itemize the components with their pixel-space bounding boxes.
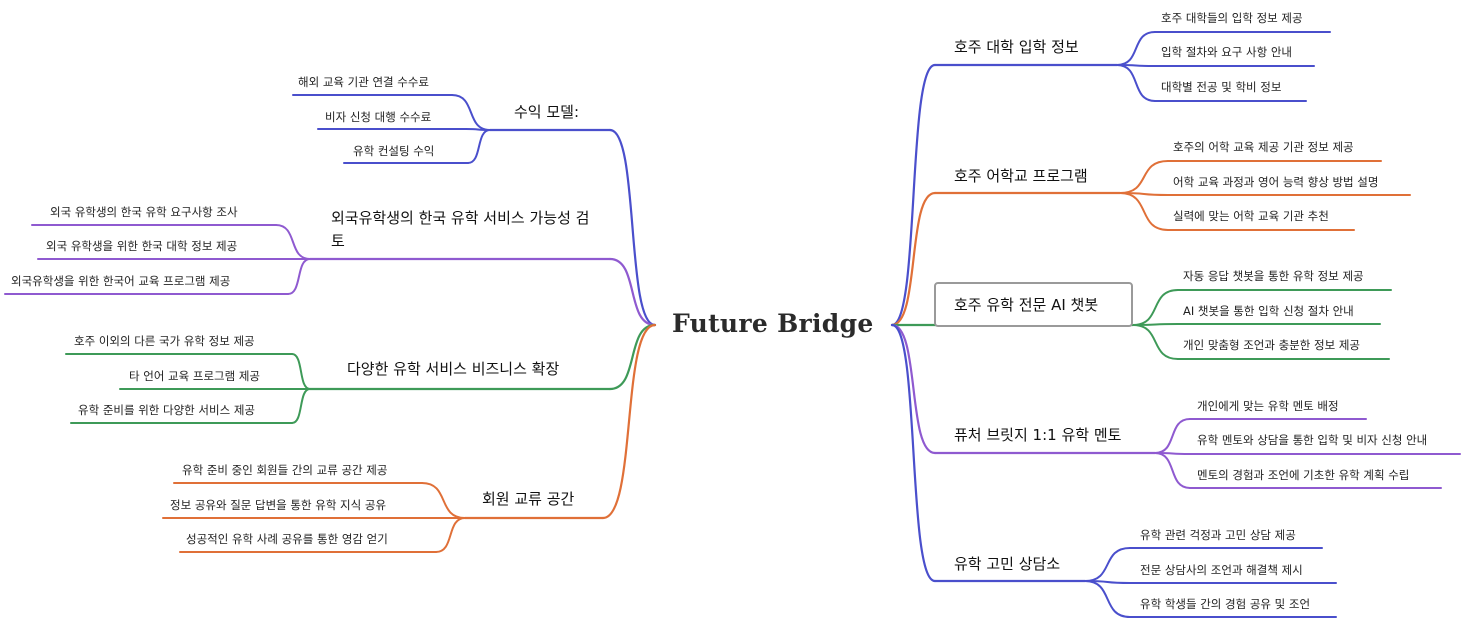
- leaf-visa-fee[interactable]: 비자 신청 대행 수수료: [325, 110, 432, 124]
- leaf-chatbot-admission-guide[interactable]: AI 챗봇을 통한 입학 신청 절차 안내: [1183, 304, 1354, 318]
- leaf-counseling-concerns[interactable]: 유학 관련 걱정과 고민 상담 제공: [1140, 528, 1296, 542]
- left-leaf-connector: [275, 224, 311, 260]
- left-branch-connector: [608, 128, 657, 327]
- branch-revenue-model[interactable]: 수익 모델:: [514, 103, 580, 121]
- leaf-member-exchange-space[interactable]: 유학 준비 중인 회원들 간의 교류 공간 제공: [182, 463, 388, 477]
- left-leaf-connector: [451, 94, 491, 131]
- leaf-chatbot-info[interactable]: 자동 응답 챗봇을 통한 유학 정보 제공: [1183, 269, 1364, 283]
- branch-mentor[interactable]: 퓨처 브릿지 1:1 유학 멘토: [954, 426, 1122, 444]
- left-leaf-connector: [467, 129, 491, 164]
- right-leaf-connector: [1132, 324, 1179, 360]
- leaf-language-institution-info[interactable]: 호주의 어학 교육 제공 기관 정보 제공: [1173, 140, 1354, 154]
- branch-business-expansion[interactable]: 다양한 유학 서비스 비즈니스 확장: [347, 360, 560, 378]
- leaf-admission-procedure[interactable]: 입학 절차와 요구 사항 안내: [1161, 45, 1293, 59]
- right-leaf-connector: [1154, 452, 1191, 489]
- leaf-korean-language-program[interactable]: 외국유학생을 위한 한국어 교육 프로그램 제공: [11, 274, 231, 288]
- branch-counseling[interactable]: 유학 고민 상담소: [954, 555, 1061, 573]
- left-leaf-connector: [291, 353, 311, 390]
- left-leaf-connector: [287, 258, 311, 295]
- leaf-institution-fee[interactable]: 해외 교육 기관 연결 수수료: [298, 75, 430, 89]
- right-branch-connector: [890, 323, 937, 455]
- right-leaf-connector: [1154, 418, 1191, 454]
- right-leaf-connector: [1119, 192, 1169, 231]
- ai-chatbot-highlight-box: [934, 282, 1133, 327]
- leaf-consulting-revenue[interactable]: 유학 컨설팅 수익: [353, 144, 435, 158]
- leaf-mentor-study-plan[interactable]: 멘토의 경험과 조언에 기초한 유학 계획 수립: [1197, 468, 1410, 482]
- right-leaf-connector: [1119, 160, 1169, 194]
- left-leaf-connector: [291, 388, 311, 424]
- branch-korea-study-review[interactable]: 외국유학생의 한국 유학 서비스 가능성 검토: [331, 209, 590, 250]
- right-leaf-connector: [1084, 547, 1131, 582]
- leaf-knowledge-sharing[interactable]: 정보 공유와 질문 답변을 통한 유학 지식 공유: [170, 498, 387, 512]
- right-leaf-connector: [1116, 64, 1156, 102]
- leaf-major-tuition-info[interactable]: 대학별 전공 및 학비 정보: [1161, 80, 1282, 94]
- leaf-korea-requirements-survey[interactable]: 외국 유학생의 한국 유학 요구사항 조사: [50, 205, 238, 219]
- right-leaf-connector: [1116, 31, 1156, 66]
- leaf-chatbot-personal-advice[interactable]: 개인 맞춤형 조언과 충분한 정보 제공: [1183, 338, 1360, 352]
- left-branch-connector: [601, 323, 657, 520]
- leaf-success-story-inspiration[interactable]: 성공적인 유학 사례 공유를 통한 영감 얻기: [186, 532, 388, 546]
- leaf-counselor-advice[interactable]: 전문 상담사의 조언과 해결책 제시: [1140, 563, 1303, 577]
- leaf-mentor-visa-guide[interactable]: 유학 멘토와 상담을 통한 입학 및 비자 신청 안내: [1197, 433, 1428, 447]
- leaf-university-admission-info[interactable]: 호주 대학들의 입학 정보 제공: [1161, 11, 1303, 25]
- leaf-mentor-assignment[interactable]: 개인에게 맞는 유학 멘토 배정: [1197, 399, 1339, 413]
- leaf-student-experience[interactable]: 유학 학생들 간의 경험 공유 및 조언: [1140, 597, 1311, 611]
- left-branch-connector: [608, 257, 657, 327]
- branch-language-school[interactable]: 호주 어학교 프로그램: [954, 167, 1088, 185]
- left-leaf-connector: [421, 482, 466, 519]
- right-branch-connector: [890, 63, 937, 327]
- leaf-other-language-program[interactable]: 타 언어 교육 프로그램 제공: [129, 369, 261, 383]
- leaf-various-services[interactable]: 유학 준비를 위한 다양한 서비스 제공: [78, 403, 255, 417]
- right-leaf-connector: [1084, 580, 1131, 618]
- branch-australia-university-admission[interactable]: 호주 대학 입학 정보: [954, 38, 1079, 56]
- central-topic[interactable]: Future Bridge: [672, 309, 874, 338]
- right-branch-connector: [890, 191, 937, 327]
- left-leaf-connector: [435, 517, 466, 553]
- leaf-language-institution-recommend[interactable]: 실력에 맞는 어학 교육 기관 추천: [1173, 209, 1329, 223]
- left-branch-connector: [608, 323, 657, 391]
- leaf-other-countries-info[interactable]: 호주 이외의 다른 국가 유학 정보 제공: [74, 334, 255, 348]
- right-leaf-connector: [1132, 289, 1179, 326]
- right-branch-connector: [890, 323, 937, 583]
- branch-member-community[interactable]: 회원 교류 공간: [482, 490, 575, 508]
- leaf-korea-university-info[interactable]: 외국 유학생을 위한 한국 대학 정보 제공: [46, 239, 238, 253]
- leaf-language-course-explanation[interactable]: 어학 교육 과정과 영어 능력 향상 방법 설명: [1173, 175, 1379, 189]
- branch-ai-chatbot[interactable]: 호주 유학 전문 AI 챗봇: [954, 296, 1099, 314]
